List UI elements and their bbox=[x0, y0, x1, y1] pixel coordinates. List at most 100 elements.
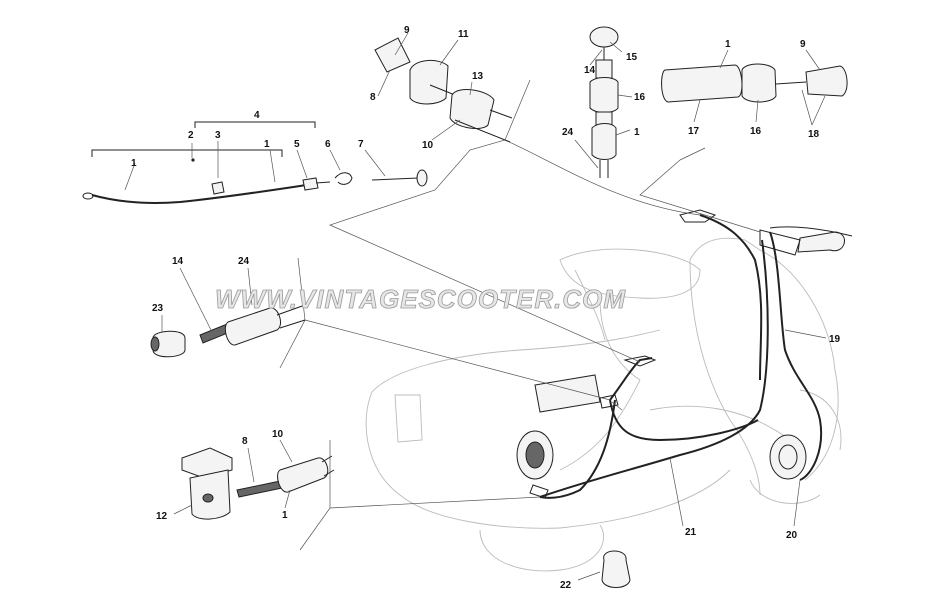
cap-9 bbox=[374, 37, 411, 73]
label-20: 20 bbox=[786, 530, 798, 541]
label-1-stack: 1 bbox=[634, 127, 640, 138]
label-11: 11 bbox=[458, 29, 469, 40]
spacer-upper bbox=[595, 59, 613, 79]
sleeve-17 bbox=[661, 64, 743, 103]
rear-clip bbox=[529, 484, 549, 499]
label-7: 7 bbox=[358, 139, 364, 150]
small-parts bbox=[577, 329, 827, 588]
label-3: 3 bbox=[215, 130, 221, 141]
inset-cable-assembly bbox=[82, 121, 428, 204]
leader-upper-center bbox=[329, 79, 641, 363]
dot-2 bbox=[191, 158, 195, 162]
part-labels: 4 2 3 1 1 5 6 7 9 11 8 13 10 14 15 16 1 … bbox=[131, 25, 841, 591]
handlebar-grip bbox=[797, 231, 845, 253]
label-9-right: 9 bbox=[800, 39, 806, 50]
cable-end-eye bbox=[82, 192, 94, 200]
label-8-bottom: 8 bbox=[242, 436, 248, 447]
seat-cable-clip bbox=[623, 355, 657, 367]
label-1-cable: 1 bbox=[131, 158, 137, 169]
ferrule-23 bbox=[152, 330, 186, 358]
inset-bolt-cable bbox=[173, 439, 335, 520]
label-24-mid: 24 bbox=[238, 256, 250, 267]
label-4: 4 bbox=[254, 110, 260, 121]
handlebar-lever bbox=[769, 226, 853, 237]
handlebar-mount bbox=[759, 229, 801, 256]
sleeve-1 bbox=[591, 123, 617, 160]
label-18: 18 bbox=[808, 129, 820, 140]
bolt-12-hole bbox=[202, 493, 214, 503]
bracket-2 bbox=[91, 149, 283, 157]
label-24-top: 24 bbox=[562, 127, 574, 138]
label-14-top: 14 bbox=[584, 65, 596, 76]
barrel-16b bbox=[741, 63, 777, 103]
label-10-bottom: 10 bbox=[272, 429, 284, 440]
cable-end-tail bbox=[315, 181, 331, 184]
cable-runs bbox=[516, 209, 853, 499]
leader-upper-right-2 bbox=[679, 147, 706, 161]
cable-upper-run bbox=[699, 214, 763, 381]
screw-18 bbox=[775, 81, 807, 85]
inset-horizontal-adjuster bbox=[661, 49, 848, 126]
label-1-right: 1 bbox=[725, 39, 731, 50]
label-9-top: 9 bbox=[404, 25, 410, 36]
cable-10b bbox=[489, 109, 513, 119]
watermark: WWW.VINTAGESCOOTER.COM bbox=[215, 284, 626, 314]
pin-7-head bbox=[416, 169, 428, 187]
cable-10c bbox=[321, 455, 335, 477]
leader-to-top-center bbox=[504, 139, 701, 216]
label-16-top: 16 bbox=[634, 92, 646, 103]
leader-to-panel bbox=[304, 319, 611, 401]
label-22: 22 bbox=[560, 580, 572, 591]
label-12: 12 bbox=[156, 511, 168, 522]
inset-nipple-sleeve bbox=[150, 267, 306, 358]
adjuster-screw bbox=[429, 84, 456, 96]
leader-lines bbox=[279, 79, 761, 551]
label-15: 15 bbox=[626, 52, 638, 63]
label-1-bottom: 1 bbox=[282, 510, 288, 521]
nut-15 bbox=[589, 26, 619, 48]
sleeve-24 bbox=[224, 307, 281, 346]
cable-24-tail bbox=[276, 304, 306, 329]
leader-lower-left bbox=[299, 440, 331, 551]
label-6: 6 bbox=[325, 139, 331, 150]
clip-6 bbox=[334, 172, 353, 185]
label-8-top: 8 bbox=[370, 92, 376, 103]
sleeve-1b bbox=[277, 457, 329, 493]
label-21: 21 bbox=[685, 527, 697, 538]
battery-terminal bbox=[599, 394, 619, 409]
upper-left-clip bbox=[679, 209, 717, 223]
label-17: 17 bbox=[688, 126, 700, 137]
cable-21 bbox=[539, 239, 769, 498]
cable-1 bbox=[91, 183, 313, 204]
nipple-3 bbox=[211, 181, 225, 195]
inset-vertical-stack bbox=[574, 26, 633, 178]
pin-7-shaft bbox=[371, 177, 419, 181]
bracket-4 bbox=[194, 121, 316, 128]
barrel-16 bbox=[589, 77, 619, 113]
battery-box bbox=[534, 374, 601, 413]
cable-panel-run bbox=[609, 399, 759, 442]
barrel-11 bbox=[409, 60, 449, 105]
label-16-right: 16 bbox=[750, 126, 762, 137]
grommet-22 bbox=[601, 550, 631, 588]
label-10-top: 10 bbox=[422, 140, 434, 151]
inset-adjuster bbox=[374, 32, 513, 143]
label-14-mid: 14 bbox=[172, 256, 184, 267]
ferrule-23-hole bbox=[150, 336, 160, 352]
leader-upper-right bbox=[639, 159, 761, 233]
bolt-12-head bbox=[181, 447, 233, 479]
leader-to-rear bbox=[329, 496, 541, 509]
cable-19 bbox=[769, 231, 823, 481]
brake-drum-hub bbox=[778, 444, 798, 470]
cable-10 bbox=[454, 119, 511, 143]
cable-24 bbox=[599, 160, 609, 178]
ferrule-5 bbox=[302, 177, 319, 191]
cap-9b bbox=[805, 65, 848, 97]
label-1-cable-end: 1 bbox=[264, 139, 270, 150]
brake-drum bbox=[769, 434, 807, 480]
horn-center bbox=[525, 441, 545, 469]
label-19: 19 bbox=[829, 334, 841, 345]
label-23: 23 bbox=[152, 303, 164, 314]
